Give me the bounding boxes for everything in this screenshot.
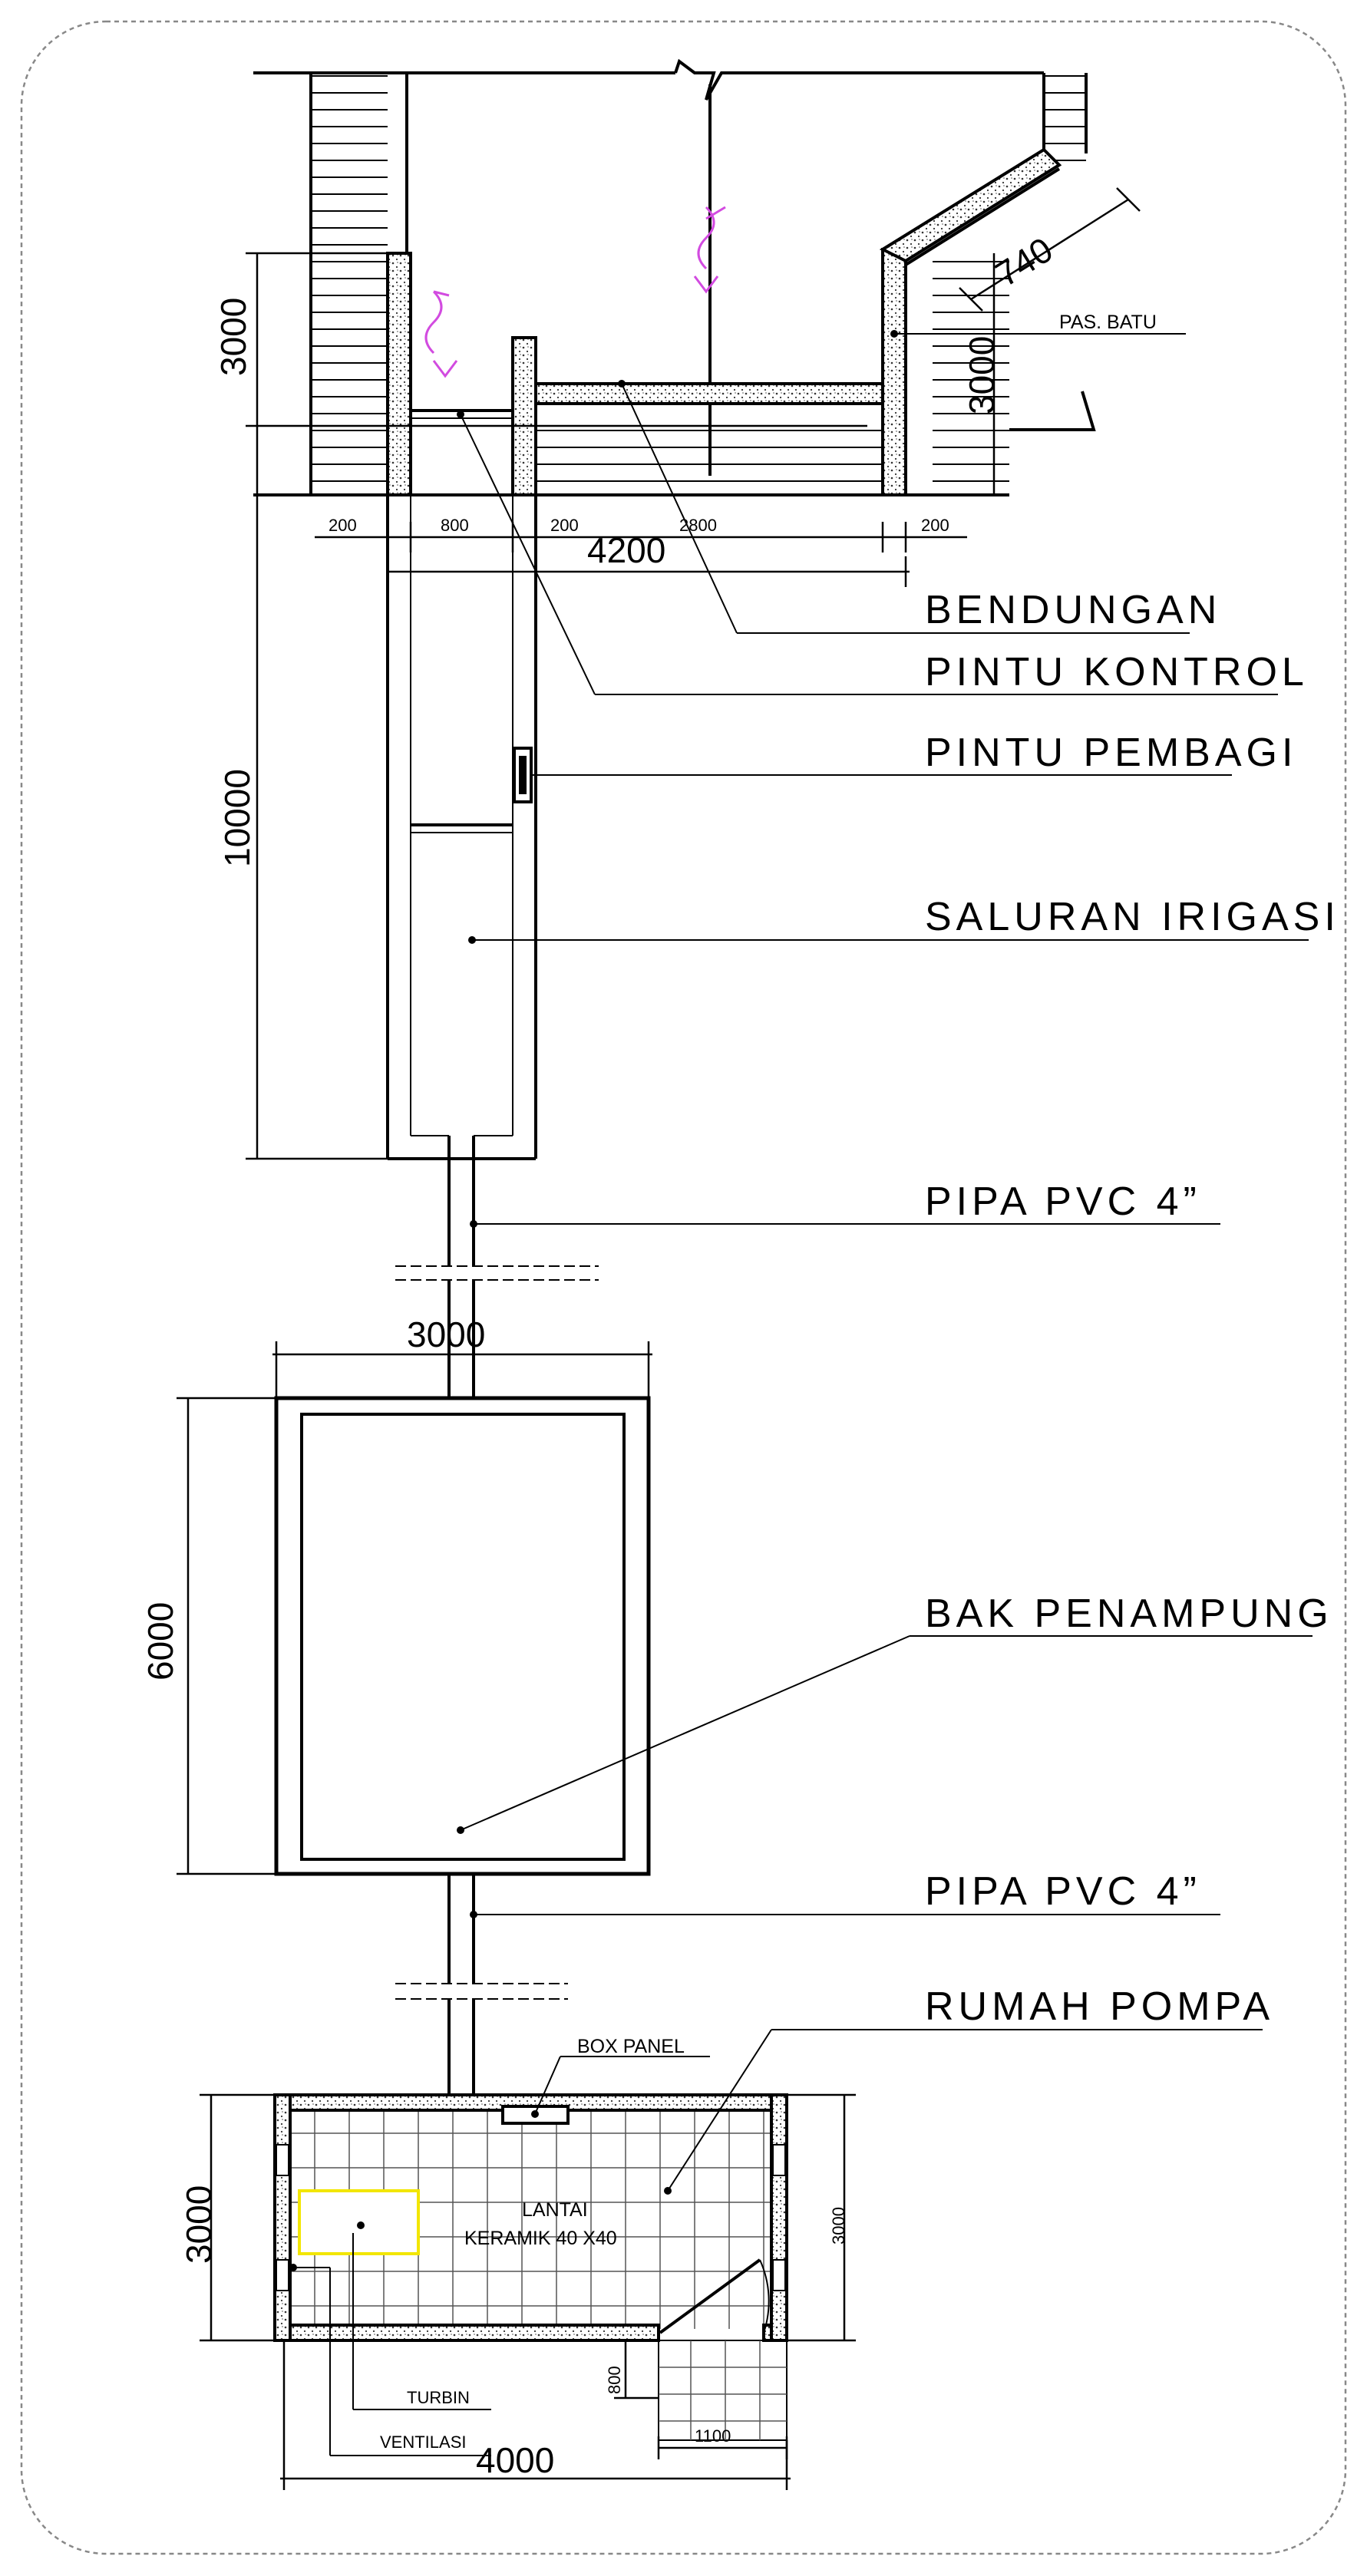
flow-arrow-river-icon (693, 206, 726, 294)
label-pipa-pvc-1: PIPA PVC 4” (925, 1179, 1201, 1224)
right-bank-soil (933, 249, 1009, 495)
label-box-panel: BOX PANEL (577, 2036, 685, 2057)
dim-200-a: 200 (329, 516, 357, 535)
river-plan: 3000 3000 740 PAS. BATU 200 800 200 2800… (213, 58, 1186, 587)
dim-4000: 4000 (476, 2440, 554, 2480)
bak-inner (300, 1413, 626, 1861)
wing-wall (879, 147, 1062, 263)
intake-left-wall (386, 252, 412, 496)
dim-3000-top-left: 3000 (213, 298, 253, 376)
dim-200-c: 200 (921, 516, 949, 535)
right-wall (881, 248, 907, 496)
sheet-frame (20, 20, 1347, 2555)
bak-outer (274, 1396, 651, 1876)
dim-10000: 10000 (217, 769, 257, 867)
wall-right (770, 2093, 788, 2342)
label-pintu-pembagi: PINTU PEMBAGI (925, 731, 1297, 775)
right-top-soil (1044, 73, 1086, 165)
dim-3000-top-right: 3000 (962, 336, 1002, 414)
label-pintu-kontrol: PINTU KONTROL (925, 650, 1309, 694)
label-bendungan: BENDUNGAN (925, 588, 1221, 632)
label-lantai-1: LANTAI (522, 2199, 588, 2221)
pipe-pvc-1 (395, 1136, 599, 1398)
flow-arrow-intake-icon (424, 290, 458, 378)
dim-200-b: 200 (550, 516, 579, 535)
dim-3000-rumah: 3000 (179, 2185, 219, 2264)
label-rumah-pompa: RUMAH POMPA (925, 1984, 1274, 2029)
label-turbin: TURBIN (407, 2388, 470, 2407)
intake-right-wall (511, 336, 537, 496)
pipe-pvc-2: PIPA PVC 4” (395, 1869, 1220, 2095)
dim-6000: 6000 (140, 1602, 180, 1681)
wall-left (273, 2093, 292, 2342)
label-lantai-2: KERAMIK 40 X40 (464, 2228, 617, 2249)
dim-2800: 2800 (679, 516, 717, 535)
dim-3000-bak: 3000 (407, 1314, 485, 1354)
bak-penampung: 3000 6000 BAK PENAMPUNG (140, 1314, 1333, 1876)
irrigation-channel: 10000 (217, 495, 537, 1160)
bendungan-body (534, 382, 884, 405)
dim-1100: 1100 (695, 2426, 731, 2446)
dim-800: 800 (441, 516, 469, 535)
label-pas-batu: PAS. BATU (1059, 312, 1157, 333)
rumah-pompa: BOX PANEL LANTAI KERAMIK 40 X40 RUMAH PO… (179, 1984, 1274, 2490)
dim-3000-rumah-right: 3000 (829, 2207, 848, 2245)
label-saluran-irigasi: SALURAN IRIGASI (925, 895, 1340, 939)
callouts: BENDUNGAN PINTU KONTROL PINTU PEMBAGI SA… (457, 380, 1340, 1228)
dim-800-pintu: 800 (605, 2366, 624, 2394)
wall-bottom (273, 2324, 660, 2342)
left-bank-soil (311, 73, 388, 495)
dim-4200: 4200 (587, 530, 665, 570)
label-bak-penampung: BAK PENAMPUNG (925, 1591, 1333, 1636)
label-pipa-pvc-2: PIPA PVC 4” (925, 1869, 1201, 1914)
label-ventilasi: VENTILASI (380, 2433, 466, 2452)
